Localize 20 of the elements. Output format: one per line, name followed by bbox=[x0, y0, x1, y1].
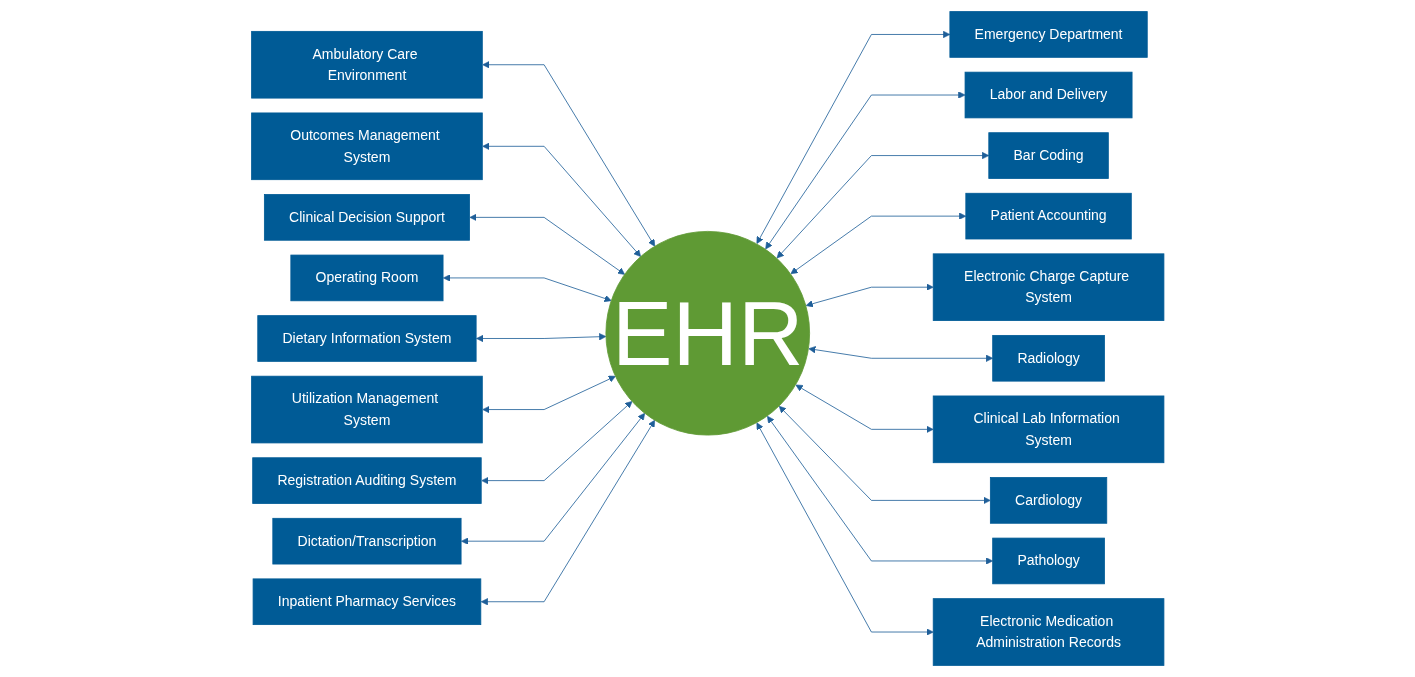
node-box: Bar Coding bbox=[988, 132, 1109, 179]
node-box: Ambulatory Care Environment bbox=[250, 30, 483, 99]
node-box: Emergency Department bbox=[949, 11, 1148, 58]
node-box: Operating Room bbox=[290, 254, 444, 302]
node-box: Electronic Medication Administration Records bbox=[932, 598, 1165, 666]
node-box: Electronic Charge Capture System bbox=[932, 253, 1165, 321]
node-box: Dietary Information System bbox=[257, 315, 477, 362]
node-box: Utilization Management System bbox=[250, 375, 483, 444]
node-box: Dictation/Transcription bbox=[272, 517, 462, 565]
node-box: Pathology bbox=[992, 537, 1105, 585]
node-box: Clinical Decision Support bbox=[263, 194, 470, 241]
node-circle: EHR bbox=[605, 230, 810, 436]
node-box: Labor and Delivery bbox=[964, 71, 1133, 119]
node-box: Registration Auditing System bbox=[252, 457, 482, 504]
node-box: Patient Accounting bbox=[965, 192, 1132, 240]
node-box: Clinical Lab Information System bbox=[932, 395, 1165, 464]
node-box: Inpatient Pharmacy Services bbox=[252, 578, 481, 625]
node-box: Cardiology bbox=[989, 477, 1107, 524]
node-box: Outcomes Management System bbox=[250, 112, 483, 181]
node-box: Radiology bbox=[992, 335, 1105, 382]
